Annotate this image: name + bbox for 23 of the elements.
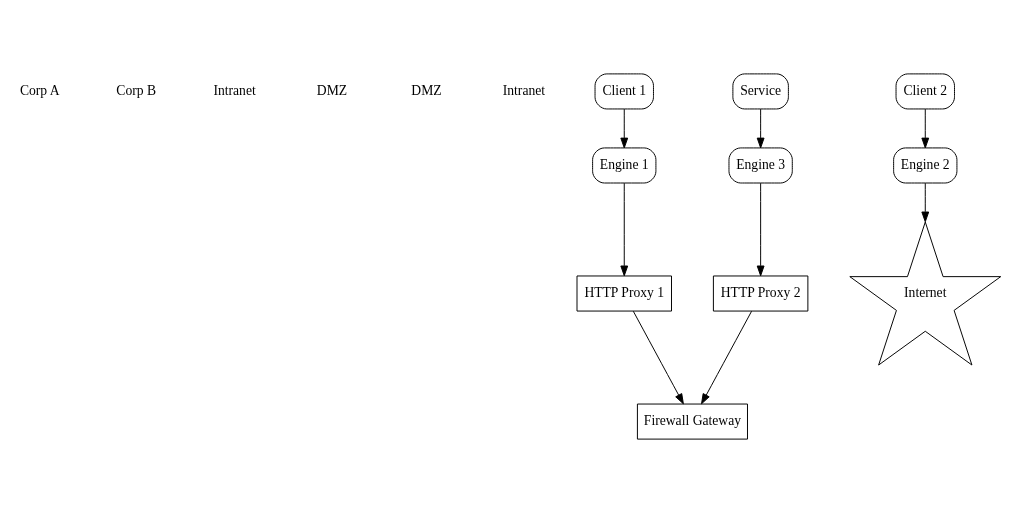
- label: DMZ: [316, 82, 348, 98]
- label: DMZ: [411, 82, 442, 98]
- node-box: HTTP Proxy 1: [576, 275, 672, 312]
- label: Corp A: [19, 82, 60, 98]
- node-box: Engine 2: [893, 146, 958, 183]
- node-box: Engine 1: [592, 146, 657, 183]
- label: Corp B: [116, 82, 157, 98]
- arrow: [756, 182, 765, 276]
- node-box: Engine 3: [728, 146, 793, 183]
- node-box: Client 1: [594, 72, 654, 109]
- arrow: [756, 108, 765, 148]
- node-box: Service: [732, 72, 789, 109]
- node-box: Firewall Gateway: [636, 403, 748, 440]
- node-box: Client 2: [895, 72, 955, 109]
- arrow: [620, 108, 629, 148]
- arrow: [921, 108, 930, 148]
- arrow: [620, 182, 629, 276]
- node-box: HTTP Proxy 2: [712, 275, 809, 312]
- arrow: [632, 310, 684, 404]
- label: Intranet: [502, 82, 546, 98]
- label: Intranet: [213, 82, 256, 98]
- arrow: [701, 310, 753, 404]
- arrow: [921, 182, 930, 222]
